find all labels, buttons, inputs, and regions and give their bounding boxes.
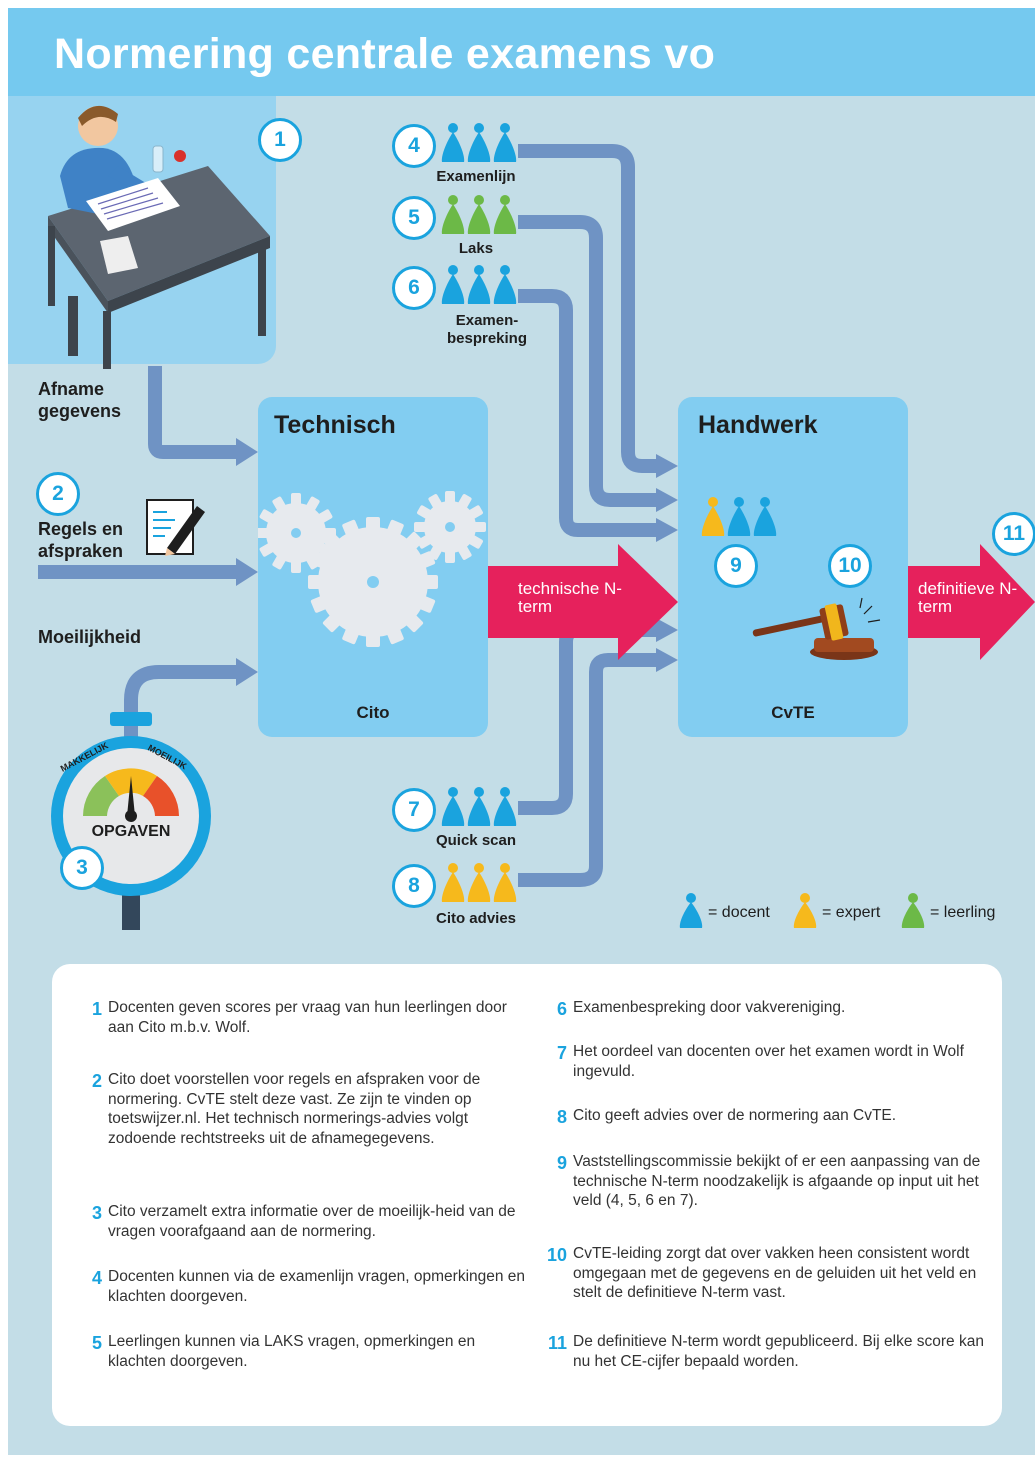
step-1-badge: 1	[258, 118, 302, 162]
committee-icons	[701, 497, 777, 536]
handwerk-box: Handwerk CvTE	[678, 397, 908, 737]
group-5-label: Laks	[458, 240, 494, 257]
definitieve-nterm-arrow	[908, 544, 1035, 660]
note-3-text: Cito verzamelt extra informatie over de …	[108, 1203, 516, 1240]
technisch-title: Technisch	[274, 411, 396, 439]
handwerk-footer: CvTE	[771, 703, 815, 722]
title-bar: Normering centrale examens vo	[8, 8, 1035, 96]
note-11-text: De definitieve N-term wordt gepubliceerd…	[573, 1333, 984, 1370]
group-4-badge: 4	[392, 124, 436, 168]
technische-nterm-label: technische N-term	[518, 579, 622, 616]
flow-connectors	[38, 144, 678, 930]
legend-docent-label: = docent	[708, 904, 770, 921]
technisch-footer: Cito	[356, 703, 390, 722]
label-afname-gegevens: Afname gegevens	[38, 379, 122, 421]
group-5-leerling-icons	[441, 195, 517, 234]
legend-leerling-icon	[901, 893, 925, 928]
step-3-badge: 3	[60, 846, 104, 890]
legend-expert-label: = expert	[822, 904, 881, 921]
group-8-label: Cito advies	[435, 910, 517, 927]
group-5-badge: 5	[392, 196, 436, 240]
document-pen-icon	[146, 499, 205, 556]
step-11-badge: 11	[992, 512, 1035, 556]
note-10-text: CvTE-leiding zorgt dat over vakken heen …	[573, 1245, 977, 1301]
note-8-text: Cito geeft advies over de normering aan …	[573, 1107, 897, 1124]
group-7-docent-icons	[441, 787, 517, 826]
group-7-label: Quick scan	[435, 832, 517, 849]
exam-taker-illustration	[48, 105, 270, 369]
legend-expert-icon	[793, 893, 817, 928]
group-7-badge: 7	[392, 788, 436, 832]
note-1-text: Docenten geven scores per vraag van hun …	[108, 999, 507, 1036]
group-6-badge: 6	[392, 266, 436, 310]
note-7-text: Het oordeel van docenten over het examen…	[573, 1043, 964, 1080]
technische-nterm-arrow	[488, 544, 678, 660]
note-6-text: Examenbespreking door vakvereniging.	[573, 999, 846, 1016]
note-9-text: Vaststellingscommissie bekijkt of er een…	[573, 1153, 981, 1209]
note-2-text: Cito doet voorstellen voor regels en afs…	[108, 1071, 481, 1147]
step-10-badge: 10	[828, 544, 872, 588]
group-8-badge: 8	[392, 864, 436, 908]
group-4-label: Examenlijn	[436, 168, 516, 185]
gauge-opgaven-label: OPGAVEN	[91, 823, 171, 840]
gears-icon	[258, 491, 486, 647]
group-8-expert-icons	[441, 863, 517, 902]
group-6-docent-icons	[441, 265, 517, 304]
handwerk-title: Handwerk	[698, 411, 818, 439]
note-4-text: Docenten kunnen via de examenlijn vragen…	[108, 1268, 526, 1305]
note-5-text: Leerlingen kunnen via LAKS vragen, opmer…	[108, 1333, 476, 1370]
page-title: Normering centrale examens vo	[54, 30, 716, 78]
step-9-badge: 9	[714, 544, 758, 588]
label-regels-en-afspraken: Regels en afspraken	[38, 519, 124, 561]
legend-docent-icon	[679, 893, 703, 928]
gavel-icon	[752, 597, 881, 660]
legend-leerling-label: = leerling	[930, 904, 996, 921]
group-4-docent-icons	[441, 123, 517, 162]
definitieve-nterm-label: definitieve N-term	[918, 579, 1018, 616]
step-2-badge: 2	[36, 472, 80, 516]
difficulty-gauge	[51, 712, 211, 930]
label-moeilijkheid: Moeilijkheid	[38, 627, 142, 647]
group-6-label: Examen- bespreking	[446, 312, 528, 347]
